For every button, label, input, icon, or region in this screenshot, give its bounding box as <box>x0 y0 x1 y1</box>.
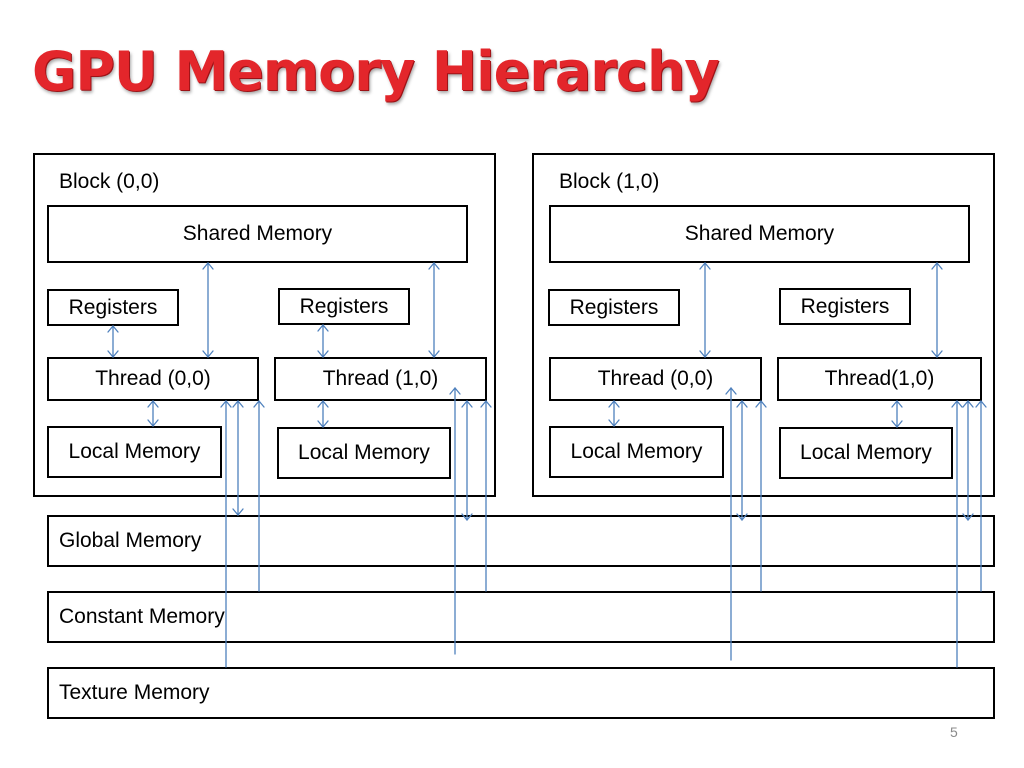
arrow-shared-thread-b1-t1 <box>931 261 943 359</box>
arrow-thread-global-b1-t0 <box>736 399 748 522</box>
shared-memory-block-0-0: Shared Memory <box>47 205 468 263</box>
arrow-shared-thread-b0-t1 <box>428 261 440 359</box>
shared-memory-block-1-0: Shared Memory <box>549 205 970 263</box>
arrow-thread-local-b0-t0 <box>147 399 159 428</box>
block-0-0-label: Block (0,0) <box>59 170 160 193</box>
block-1-0-label: Block (1,0) <box>559 170 660 193</box>
local-memory-b0-t0: Local Memory <box>47 426 222 478</box>
arrow-registers-thread-b1-t0 <box>608 399 620 428</box>
arrow-thread-constant-b1-t0 <box>755 399 767 592</box>
constant-memory: Constant Memory <box>47 591 995 643</box>
page-number: 5 <box>950 724 958 740</box>
registers-b0-t0: Registers <box>47 289 179 326</box>
local-memory-b0-t1: Local Memory <box>277 427 451 479</box>
registers-b0-t1: Registers <box>278 288 410 325</box>
arrow-thread-local-b0-t1 <box>317 399 329 429</box>
local-memory-b1-t0: Local Memory <box>549 426 724 478</box>
arrow-thread-constant-b0-t1 <box>480 399 492 592</box>
arrow-thread-texture-b0-t1 <box>449 386 461 655</box>
registers-b1-t0: Registers <box>548 289 680 326</box>
slide-title: GPU Memory Hierarchy <box>32 40 720 103</box>
arrow-registers-thread-b0-t0 <box>107 324 119 359</box>
arrow-shared-thread-b0-t0 <box>202 261 214 359</box>
arrow-thread-constant-b0-t0 <box>253 399 265 592</box>
arrow-thread-global-b0-t1 <box>461 399 473 522</box>
arrow-thread-texture-b1-t0 <box>725 386 737 661</box>
arrow-registers-thread-b0-t1 <box>317 323 329 359</box>
arrow-thread-texture-b0-t0 <box>220 399 232 668</box>
texture-memory: Texture Memory <box>47 667 995 719</box>
arrow-thread-global-b0-t0 <box>232 399 244 517</box>
arrow-thread-global-b1-t1 <box>962 399 974 522</box>
arrow-thread-local-b1-t1 <box>891 399 903 429</box>
thread-b0-t0: Thread (0,0) <box>47 357 259 401</box>
thread-b1-t1: Thread(1,0) <box>777 357 982 401</box>
local-memory-b1-t1: Local Memory <box>779 427 953 479</box>
arrow-thread-texture-b1-t1 <box>951 399 963 668</box>
global-memory: Global Memory <box>47 515 995 567</box>
arrow-thread-constant-b1-t1 <box>975 399 987 592</box>
thread-b0-t1: Thread (1,0) <box>274 357 487 401</box>
registers-b1-t1: Registers <box>779 288 911 325</box>
arrow-shared-thread-b1-t0 <box>699 261 711 359</box>
